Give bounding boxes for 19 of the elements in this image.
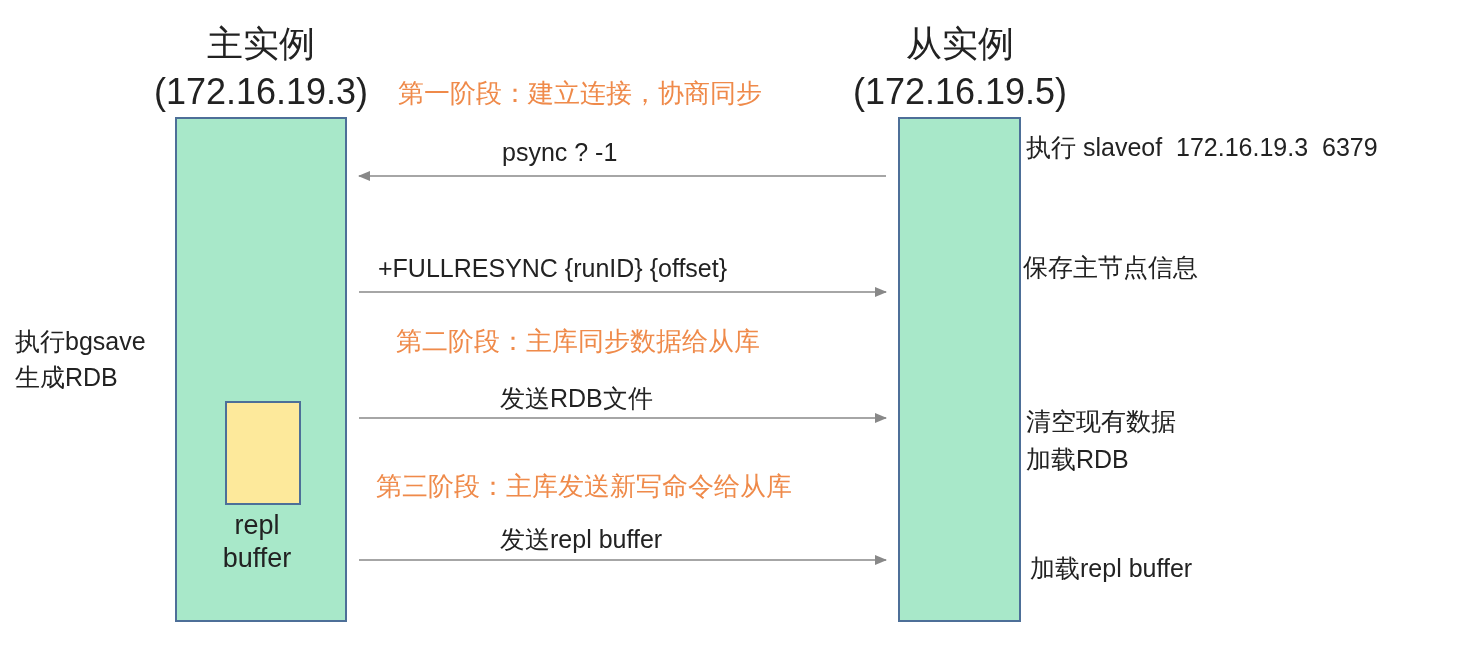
node-label: repl buffer (221, 509, 293, 575)
node-annotation: 加载repl buffer (1030, 553, 1193, 583)
node-annotation: 保存主节点信息 (1023, 252, 1198, 282)
phase-label: 第二阶段：主库同步数据给从库 (396, 325, 760, 358)
arrow (358, 555, 887, 565)
edge-label: 发送RDB文件 (500, 384, 653, 412)
node-annotation: 执行 slaveof 172.16.19.3 6379 (1026, 132, 1378, 162)
node-annotation: 执行bgsave (15, 326, 146, 356)
arrow (358, 413, 887, 423)
node-annotation: 清空现有数据 (1026, 406, 1176, 436)
arrow (358, 287, 887, 297)
phase-label: 第一阶段：建立连接，协商同步 (398, 77, 762, 110)
lifeline-heading: 主实例 (172.16.19.3) (152, 22, 370, 114)
phase-label: 第三阶段：主库发送新写命令给从库 (376, 470, 792, 503)
arrow (358, 171, 887, 181)
lifeline-heading: 从实例 (172.16.19.5) (851, 22, 1069, 114)
edge-label: 发送repl buffer (500, 525, 663, 553)
node-annotation: 生成RDB (15, 362, 118, 392)
node-annotation: 加载RDB (1026, 444, 1129, 474)
